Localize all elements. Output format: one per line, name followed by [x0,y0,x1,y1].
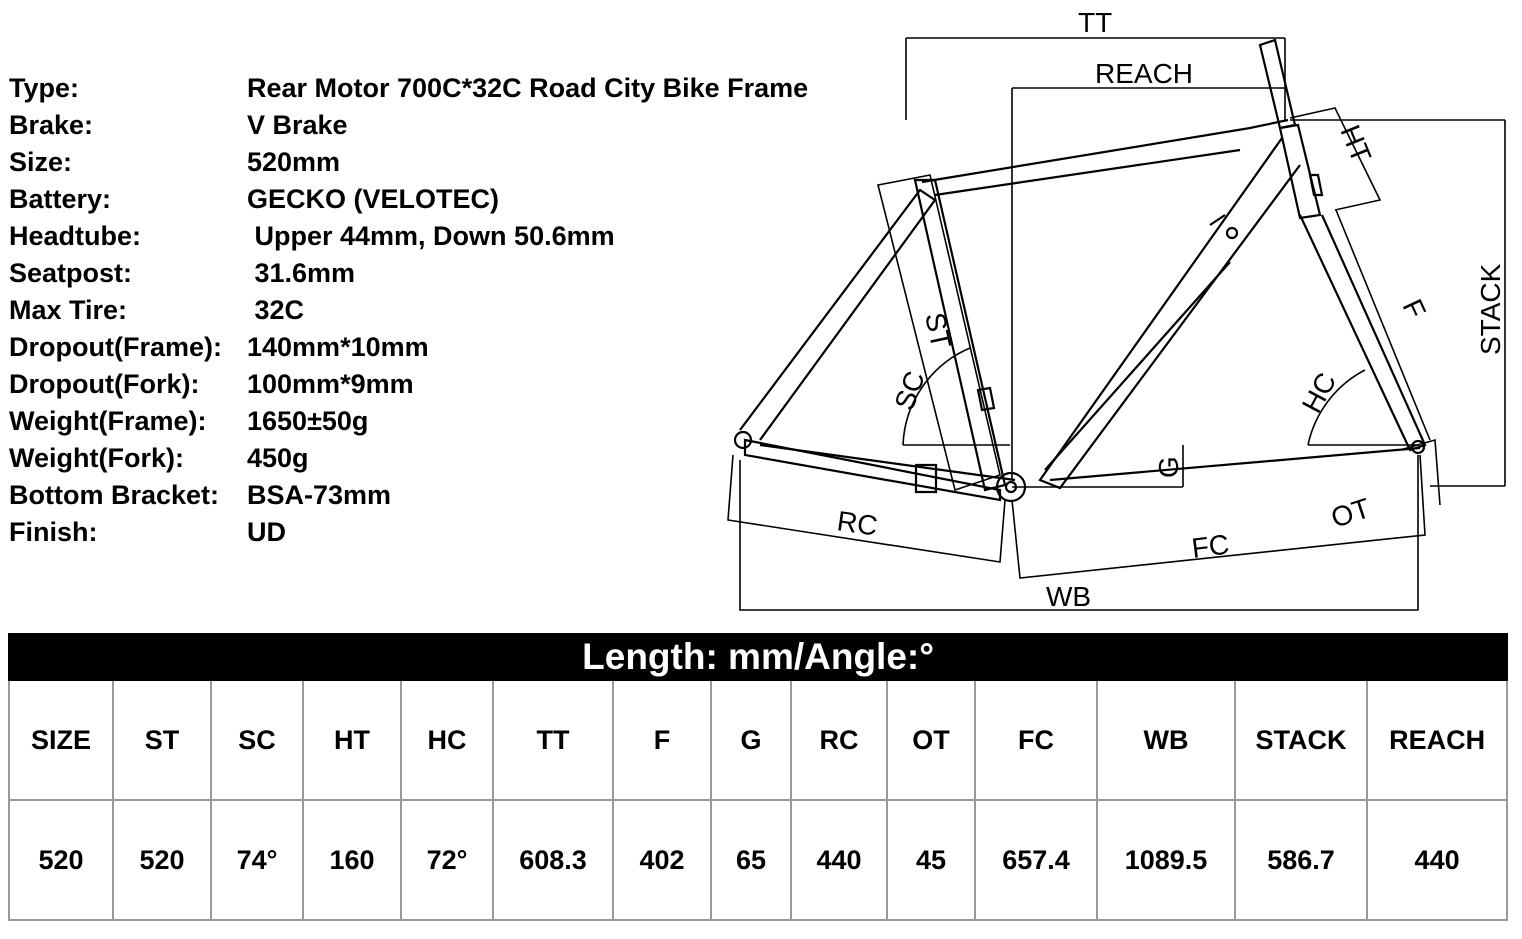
value-cell: 520 [8,799,114,921]
label-fc: FC [1190,529,1231,564]
geometry-table: Length: mm/Angle:° SIZE ST SC HT HC TT F… [7,633,1509,921]
spec-row-dropout-frame: Dropout(Frame): 140mm*10mm [9,329,869,366]
value-cell: 160 [302,799,402,921]
table-value-row: 520 520 74° 160 72° 608.3 402 65 440 45 … [8,799,1509,921]
header-cell: TT [492,679,614,801]
label-reach: REACH [1095,58,1193,89]
label-ht: HT [1334,121,1377,167]
value-cell: 440 [1365,799,1509,921]
g-dimension-line [1012,445,1184,488]
spec-value: UD [247,517,286,547]
spec-row-weight-frame: Weight(Frame): 1650±50g [9,403,869,440]
spec-row-dropout-fork: Dropout(Fork): 100mm*9mm [9,366,869,403]
spec-value: Rear Motor 700C*32C Road City Bike Frame [247,73,809,103]
header-cell: STACK [1234,679,1368,801]
spec-row-max-tire: Max Tire: 32C [9,292,869,329]
spec-row-headtube: Headtube: Upper 44mm, Down 50.6mm [9,218,869,255]
header-cell: HT [302,679,402,801]
rc-dimension-line [727,454,1006,563]
value-cell: 402 [612,799,712,921]
fc-dimension-line [1011,454,1426,579]
value-cell: 65 [710,799,792,921]
reach-dimension-line [1011,87,1285,480]
spec-label: Dropout(Fork): [9,369,200,399]
table-title: Length: mm/Angle:° [7,633,1509,681]
label-rc: RC [835,505,879,541]
header-cell: OT [886,679,976,801]
header-cell: SC [210,679,304,801]
st-dimension-line [877,174,1001,492]
spec-value: 1650±50g [247,406,369,436]
label-st: ST [919,310,957,351]
value-cell: 657.4 [974,799,1098,921]
spec-value: BSA-73mm [247,480,392,510]
spec-label: Weight(Fork): [9,443,184,473]
spec-value: 31.6mm [247,258,356,288]
header-cell: G [710,679,792,801]
header-cell: SIZE [8,679,114,801]
value-cell: 520 [112,799,212,921]
wb-dimension-line [739,455,1419,611]
value-cell: 440 [790,799,888,921]
spec-label: Type: [9,73,80,103]
label-ot: OT [1327,492,1374,534]
spec-list: Type: Rear Motor 700C*32C Road City Bike… [9,70,869,551]
label-stack: STACK [1475,263,1506,355]
stack-dimension-line [1290,119,1506,487]
value-cell: 586.7 [1234,799,1368,921]
spec-value: Upper 44mm, Down 50.6mm [247,221,615,251]
value-cell: 72° [400,799,494,921]
label-f: F [1397,294,1432,323]
sc-angle-arc [902,347,1010,446]
spec-label: Size: [9,147,73,177]
spec-row-battery: Battery: GECKO (VELOTEC) [9,181,869,218]
spec-label: Max Tire: [9,295,128,325]
header-cell: HC [400,679,494,801]
spec-label: Brake: [9,110,94,140]
value-cell: 45 [886,799,976,921]
spec-row-size: Size: 520mm [9,144,869,181]
header-cell: REACH [1365,679,1509,801]
spec-value: 450g [247,443,309,473]
spec-label: Seatpost: [9,258,133,288]
header-cell: RC [790,679,888,801]
spec-row-seatpost: Seatpost: 31.6mm [9,255,869,292]
spec-row-weight-fork: Weight(Fork): 450g [9,440,869,477]
spec-label: Battery: [9,184,112,214]
spec-label: Finish: [9,517,98,547]
label-wb: WB [1046,581,1091,612]
spec-value: V Brake [247,110,348,140]
value-cell: 1089.5 [1096,799,1236,921]
ht-dimension-line [1289,107,1382,211]
spec-row-finish: Finish: UD [9,514,869,551]
spec-label: Bottom Bracket: [9,480,220,510]
header-cell: FC [974,679,1098,801]
spec-row-brake: Brake: V Brake [9,107,869,144]
spec-label: Weight(Frame): [9,406,207,436]
value-cell: 608.3 [492,799,614,921]
spec-label: Headtube: [9,221,142,251]
label-g: G [1153,456,1184,478]
spec-value: 32C [247,295,305,325]
spec-value: GECKO (VELOTEC) [247,184,500,214]
hc-angle-arc [1307,369,1420,446]
frame-geometry-diagram: TT REACH HT STACK F ST SC HC G RC OT FC … [727,7,1506,612]
value-cell: 74° [210,799,304,921]
table-header-row: SIZE ST SC HT HC TT F G RC OT FC WB STAC… [8,679,1509,801]
label-sc: SC [889,367,931,414]
header-cell: WB [1096,679,1236,801]
header-cell: F [612,679,712,801]
spec-row-bottom-bracket: Bottom Bracket: BSA-73mm [9,477,869,514]
label-tt: TT [1078,7,1112,38]
spec-label: Dropout(Frame): [9,332,222,362]
spec-value: 140mm*10mm [247,332,429,362]
spec-value: 520mm [247,147,341,177]
spec-value: 100mm*9mm [247,369,414,399]
f-dimension-line [1335,209,1431,441]
label-hc: HC [1296,368,1342,418]
spec-row-type: Type: Rear Motor 700C*32C Road City Bike… [9,70,869,107]
header-cell: ST [112,679,212,801]
frame-outline [733,38,1427,503]
